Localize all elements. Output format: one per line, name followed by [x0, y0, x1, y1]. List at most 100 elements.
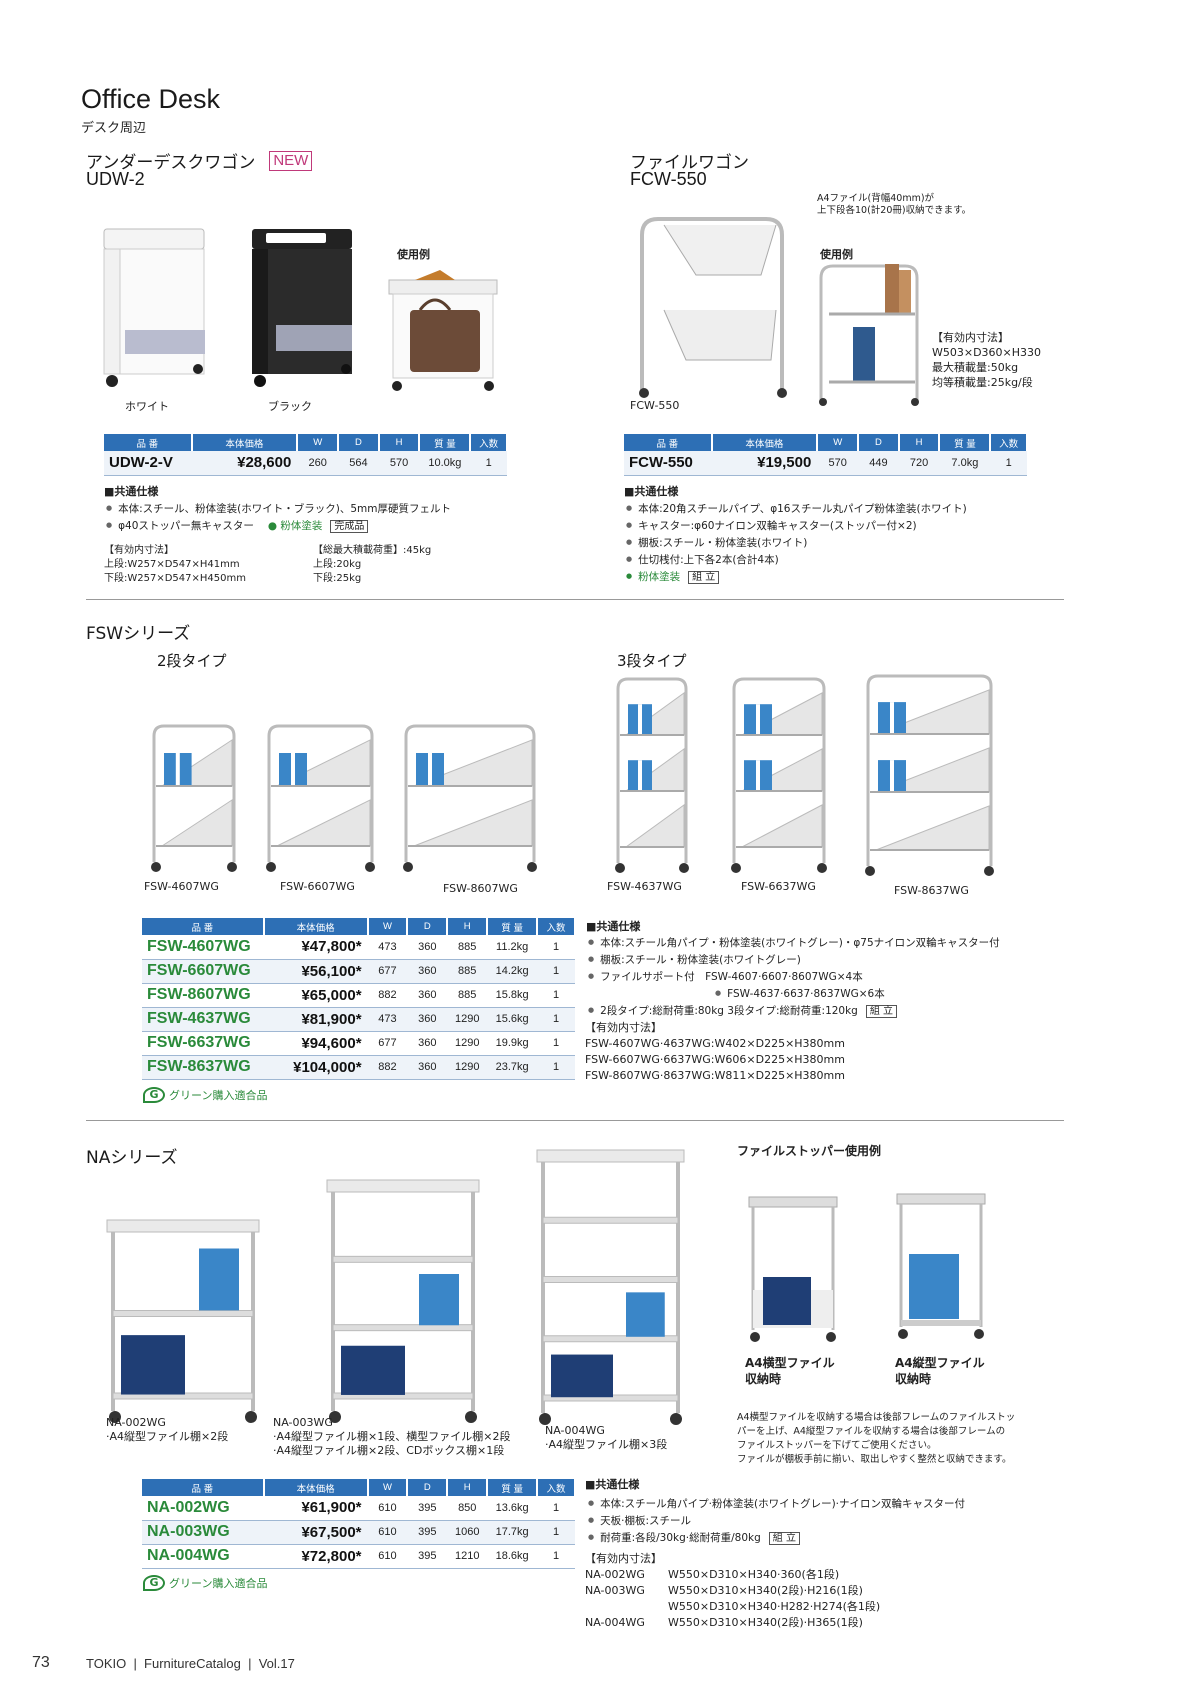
cell-weight: 19.9kg — [487, 1031, 538, 1056]
cell-weight: 15.6kg — [487, 1007, 538, 1032]
spec-item: 本体:スチール、粉体塗装(ホワイト・ブラック)、5mm厚硬質フェルト — [106, 500, 451, 517]
cell-d: 360 — [407, 1055, 448, 1080]
spec-item: 天板·棚板:スチール — [588, 1512, 965, 1529]
cell-weight: 13.6kg — [487, 1496, 538, 1521]
coating-label: ● 粉体塗装 — [267, 520, 323, 532]
cell-h: 850 — [447, 1496, 488, 1521]
udw-model: UDW-2 — [86, 169, 145, 189]
na-shelf-image — [536, 1149, 685, 1425]
green-g-icon: G — [143, 1087, 165, 1103]
page-number: 73 — [32, 1654, 50, 1671]
fsw-rack-image — [403, 724, 537, 872]
fsw-caption: FSW-6637WG — [741, 880, 816, 893]
fcw-caption: FCW-550 — [630, 399, 680, 412]
cell-d: 360 — [407, 983, 448, 1008]
na-caption: NA-004WG·A4縦型ファイル棚×3段 — [545, 1424, 668, 1451]
cell-model: FSW-8607WG — [142, 983, 264, 1008]
cell-qty: 1 — [537, 935, 575, 960]
cell-qty: 1 — [537, 959, 575, 984]
cell-d: 395 — [407, 1496, 448, 1521]
fsw-type2: 2段タイプ — [157, 652, 227, 670]
cell-weight: 15.8kg — [487, 983, 538, 1008]
cell-qty: 1 — [537, 1520, 575, 1545]
page-subtitle: デスク周辺 — [81, 121, 147, 136]
green-g-icon: G — [143, 1575, 165, 1591]
na-spec-table: 品 番 本体価格 W D H 質 量 入数 NA-002WG¥61,900*61… — [142, 1479, 576, 1569]
cell-h: 1290 — [447, 1055, 488, 1080]
cell-h: 1290 — [447, 1007, 488, 1032]
na-stopper-horizontal-image — [748, 1196, 838, 1342]
cell-h: 885 — [447, 983, 488, 1008]
col-h: H — [378, 434, 421, 451]
cell-h: 1060 — [447, 1520, 488, 1545]
a4-horizontal-label: A4横型ファイル収納時 — [745, 1356, 835, 1386]
cell-qty: 1 — [537, 983, 575, 1008]
fcw-spec-list: 本体:20角スチールパイプ、φ16スチール丸パイプ粉体塗装(ホワイト) キャスタ… — [626, 500, 967, 586]
cell-qty: 1 — [537, 1055, 575, 1080]
cell-model: NA-003WG — [142, 1520, 264, 1545]
spec-item: ファイルサポート付 FSW-4607·6607·8607WG×4本 — [588, 968, 1000, 985]
spec-item: キャスター:φ60ナイロン双輪キャスター(ストッパー付×2) — [626, 517, 967, 534]
cell-qty: 1 — [537, 1031, 575, 1056]
cell-model: NA-004WG — [142, 1544, 264, 1569]
cell-d: 395 — [407, 1544, 448, 1569]
spec-item: 棚板:スチール・粉体塗装(ホワイトグレー) — [588, 951, 1000, 968]
udw-black-image — [252, 229, 352, 387]
udw-name: アンダーデスクワゴン — [86, 153, 256, 173]
col-qty: 入数 — [470, 434, 508, 451]
udw-spec-list: 本体:スチール、粉体塗装(ホワイト・ブラック)、5mm厚硬質フェルト φ40スト… — [106, 500, 451, 535]
table-header-row: 品 番 本体価格 W D H 質 量 入数 — [624, 434, 1028, 451]
udw-usage-label: 使用例 — [397, 248, 430, 261]
cell-price: ¥81,900* — [263, 1007, 368, 1032]
fcw-spec-title: ■共通仕様 — [624, 485, 679, 498]
table-header-row: 品 番 本体価格 W D H 質 量 入数 — [104, 434, 508, 451]
cell-weight: 11.2kg — [487, 935, 538, 960]
cell-price: ¥56,100* — [263, 959, 368, 984]
divider — [86, 1120, 1064, 1121]
cell-w: 610 — [367, 1544, 408, 1569]
table-row: FCW-550 ¥19,500 570 449 720 7.0kg 1 — [624, 451, 1027, 476]
cell-price: ¥104,000* — [263, 1055, 368, 1080]
cell-w: 610 — [367, 1520, 408, 1545]
fcw-model: FCW-550 — [630, 169, 707, 189]
udw-load: 【総最大積載荷重】:45kg 上段:20kg 下段:25kg — [313, 545, 432, 584]
udw-spec-title: ■共通仕様 — [104, 485, 159, 498]
na-spec-list: 本体:スチール角パイプ·粉体塗装(ホワイトグレー)·ナイロン双輪キャスター付 天… — [588, 1495, 965, 1547]
udw-heading: アンダーデスクワゴン NEW — [86, 148, 313, 173]
table-row: UDW-2-V ¥28,600 260 564 570 10.0kg 1 — [104, 451, 507, 476]
cell-price: ¥67,500* — [263, 1520, 368, 1545]
assembly-tag: 組 立 — [865, 1005, 898, 1018]
cell-price: ¥61,900* — [263, 1496, 368, 1521]
cell-h: 1290 — [447, 1031, 488, 1056]
table-header-row: 品 番 本体価格 W D H 質 量 入数 — [142, 918, 576, 935]
cell-qty: 1 — [537, 1007, 575, 1032]
cell-model: FSW-6607WG — [142, 959, 264, 984]
udw-caption-black: ブラック — [268, 400, 312, 413]
fsw-type3: 3段タイプ — [617, 652, 687, 670]
col-d: D — [338, 434, 380, 451]
fsw-dims: 【有効内寸法】 FSW-4607WG·4637WG:W402×D225×H380… — [585, 1021, 845, 1082]
cell-price: ¥72,800* — [263, 1544, 368, 1569]
fsw-caption: FSW-8637WG — [894, 884, 969, 897]
cell-d: 360 — [407, 935, 448, 960]
divider — [86, 599, 1064, 600]
fsw-rack-image — [731, 677, 827, 873]
col-weight: 質 量 — [419, 434, 472, 451]
cell-weight: 14.2kg — [487, 959, 538, 984]
fsw-title: FSWシリーズ — [86, 624, 191, 644]
cell-price: ¥94,600* — [263, 1031, 368, 1056]
dims-row: W550×D310×H340·H282·H274(各1段) — [668, 1600, 881, 1613]
fsw-caption: FSW-4607WG — [144, 880, 219, 893]
cell-price: ¥28,600 — [191, 451, 298, 476]
cell-qty: 1 — [537, 1544, 575, 1569]
assembly-tag: 組 立 — [688, 571, 720, 584]
na-stopper-vertical-image — [896, 1193, 986, 1339]
cell-model: UDW-2-V — [104, 451, 192, 476]
